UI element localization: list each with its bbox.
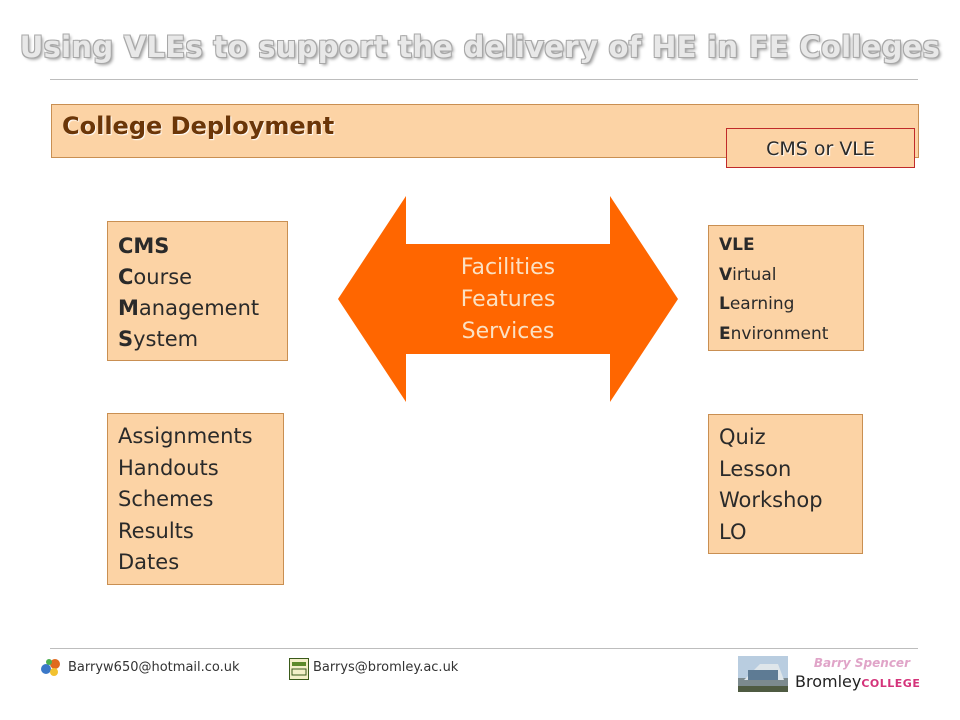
list-item: LO <box>719 519 747 544</box>
cms-line: Course <box>118 265 193 289</box>
vle-line: Learning <box>719 294 795 314</box>
section-title: College Deployment <box>62 112 335 140</box>
cms-features-box: Assignments Handouts Schemes Results Dat… <box>107 413 284 585</box>
list-item: Schemes <box>118 487 214 511</box>
cms-box: CMS Course Management System <box>107 221 288 361</box>
list-item: Lesson <box>719 456 792 481</box>
list-item: Assignments <box>118 424 253 448</box>
vle-line: Virtual <box>719 264 777 285</box>
work-email[interactable]: Barrys@bromley.ac.uk <box>313 660 459 675</box>
title-divider <box>50 79 918 80</box>
list-item: Dates <box>118 550 180 574</box>
list-item: Quiz <box>719 425 766 449</box>
slide-title: Using VLEs to support the delivery of HE… <box>19 30 941 64</box>
arrow-line: Facilities <box>460 255 556 280</box>
arrow-label: Facilities Features Services <box>408 252 608 348</box>
vle-line: Environment <box>719 323 829 344</box>
cms-line: System <box>118 327 199 351</box>
list-item: Handouts <box>118 455 219 480</box>
vle-features-box: Quiz Lesson Workshop LO <box>708 414 863 554</box>
arrow-line: Features <box>460 287 556 312</box>
cms-line: Management <box>118 296 260 320</box>
list-item: Workshop <box>719 488 823 512</box>
vle-line: VLE <box>719 235 755 255</box>
personal-email[interactable]: Barryw650@hotmail.co.uk <box>68 660 240 675</box>
list-item: Results <box>118 518 194 543</box>
cms-line: CMS <box>118 234 170 258</box>
messenger-icon <box>41 659 60 676</box>
author-name: Barry Spencer <box>813 656 910 670</box>
double-arrow-shape <box>338 196 678 402</box>
college-building-image <box>738 656 788 692</box>
footer-divider <box>50 648 918 649</box>
arrow-line: Services <box>461 319 555 344</box>
double-arrow <box>338 196 678 402</box>
college-logo: BromleyCOLLEGE <box>795 672 920 691</box>
brand-name: Bromley <box>795 672 862 691</box>
postbox-icon <box>289 658 309 680</box>
vle-box: VLE Virtual Learning Environment <box>708 225 864 351</box>
brand-suffix: COLLEGE <box>861 677 921 690</box>
cms-or-vle-tag: CMS or VLE <box>726 128 915 168</box>
